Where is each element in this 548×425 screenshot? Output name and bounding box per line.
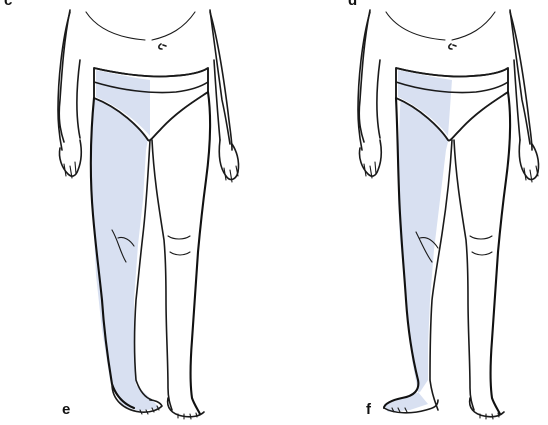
panel-right: d f — [348, 0, 539, 419]
torso-right-side-right-panel — [510, 10, 530, 144]
arm-right-inner-right-panel — [514, 60, 520, 140]
panel-left: c e — [4, 0, 239, 419]
panel-top-label-left: c — [4, 0, 12, 9]
leg-right-inner-right-panel — [454, 140, 474, 410]
arm-left-inner-right-panel — [377, 60, 380, 138]
arm-right-inner — [214, 60, 220, 140]
panel-label-right: f — [366, 401, 372, 418]
arm-left-outer — [58, 12, 70, 150]
panel-top-label-right: d — [348, 0, 357, 9]
chest-left-right-panel — [386, 12, 445, 40]
torso-right-side — [210, 10, 230, 144]
chest-line-right — [152, 12, 195, 40]
leg-right-inner — [152, 140, 172, 410]
navel-left — [159, 44, 166, 49]
navel-right — [449, 44, 456, 49]
arm-left-outer-right-panel — [358, 12, 370, 150]
leg-right-outer-right-panel — [491, 92, 511, 414]
chest-line-left — [86, 12, 145, 40]
hand-right-right-panel — [519, 140, 538, 179]
arm-left-inner — [77, 60, 80, 138]
leg-right-outer — [191, 92, 211, 414]
torso-left-side — [59, 10, 70, 142]
knee-right-a — [168, 236, 190, 255]
panel-label-left: e — [62, 401, 70, 418]
chest-right-right-panel — [452, 12, 495, 40]
hand-right — [219, 140, 238, 179]
knee-right-right-panel — [470, 236, 492, 255]
torso-left-side-right-panel — [359, 10, 370, 142]
foot-right — [168, 398, 204, 417]
